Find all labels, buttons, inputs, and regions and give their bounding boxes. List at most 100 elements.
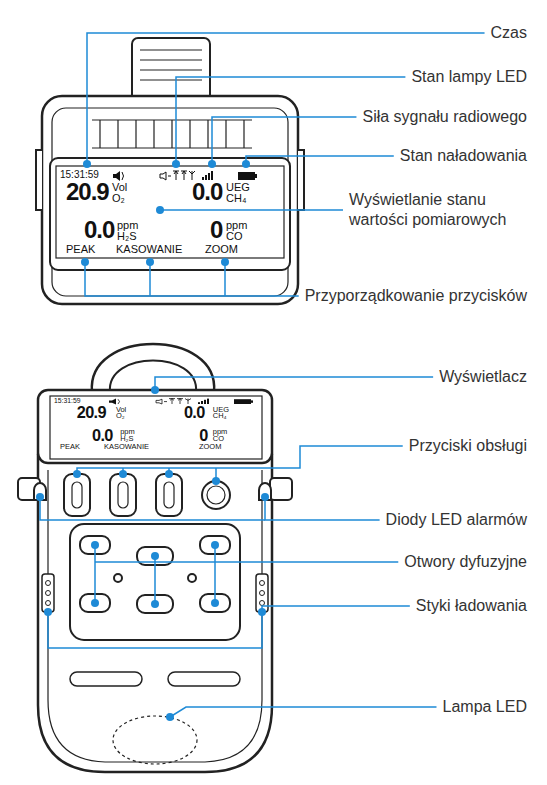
display-head bbox=[38, 390, 272, 463]
leader-line bbox=[85, 262, 299, 296]
leader-line bbox=[87, 33, 485, 164]
display-reading: H₂S bbox=[120, 435, 133, 442]
leader-dot bbox=[211, 599, 219, 607]
callout-leader bbox=[73, 446, 403, 485]
leader-line bbox=[149, 262, 151, 296]
alarm-led bbox=[34, 483, 46, 500]
leader-dot bbox=[212, 477, 220, 485]
display-reading: KASOWANIE bbox=[104, 443, 149, 450]
display-reading: CO bbox=[213, 435, 224, 442]
callout-label: Otwory dyfuzyjne bbox=[404, 552, 527, 572]
leader-dot bbox=[166, 713, 174, 721]
callout-leader bbox=[44, 606, 410, 648]
display-screen bbox=[56, 166, 284, 258]
contact-pin bbox=[46, 591, 51, 596]
display-reading: KASOWANIE bbox=[116, 244, 182, 255]
display-reading: H₂S bbox=[117, 231, 137, 242]
display-bezel bbox=[50, 158, 290, 270]
leader-dot bbox=[146, 258, 154, 266]
callout-label: Diody LED alarmów bbox=[386, 510, 527, 530]
leader-line bbox=[224, 262, 226, 296]
leader-dot bbox=[81, 258, 89, 266]
leader-line bbox=[40, 497, 265, 520]
leader-dot bbox=[242, 160, 250, 168]
leader-dot bbox=[221, 258, 229, 266]
contact-pin bbox=[46, 601, 51, 606]
button-slot bbox=[72, 482, 82, 508]
callout-label: Lampa LED bbox=[443, 697, 528, 717]
leader-line bbox=[154, 556, 156, 604]
screw bbox=[114, 574, 122, 582]
detector-top-view bbox=[36, 38, 304, 304]
callout-label: Styki ładowania bbox=[416, 596, 527, 616]
housing bbox=[42, 96, 298, 304]
leader-dot bbox=[208, 160, 216, 168]
round-button-inner bbox=[207, 486, 225, 504]
housing-ribs bbox=[92, 120, 252, 148]
leader-dot bbox=[83, 160, 91, 168]
clip-ribs bbox=[140, 50, 202, 80]
diffusion-plate bbox=[70, 524, 240, 640]
display-reading: ZOOM bbox=[205, 244, 238, 255]
operation-button bbox=[110, 474, 136, 516]
callout-label: Przyporządkowanie przycisków bbox=[305, 286, 527, 306]
round-button bbox=[202, 481, 230, 509]
display-reading: 20.9 bbox=[77, 404, 106, 420]
leader-dot bbox=[165, 470, 173, 478]
leader-line bbox=[95, 561, 398, 563]
contact-pin bbox=[260, 591, 265, 596]
display-reading: Vol bbox=[112, 182, 127, 193]
leader-line bbox=[160, 209, 343, 211]
callout-label: Czas bbox=[491, 23, 527, 43]
button-slot bbox=[164, 482, 174, 508]
alarm-led bbox=[259, 483, 271, 500]
leader-line bbox=[155, 377, 433, 390]
callout-label: Stan naładowania bbox=[400, 146, 527, 166]
display-reading: 0.0 bbox=[184, 404, 205, 420]
display-reading: CO bbox=[226, 231, 243, 242]
leader-line bbox=[265, 497, 380, 520]
display-reading: PEAK bbox=[66, 244, 95, 255]
display-reading: O₂ bbox=[116, 412, 125, 419]
display-reading: CH₄ bbox=[226, 193, 246, 204]
led-lamp-outline bbox=[113, 716, 197, 764]
leader-line bbox=[94, 545, 96, 603]
contact-pin bbox=[260, 601, 265, 606]
housing bbox=[38, 455, 272, 772]
leader-dot bbox=[44, 608, 52, 616]
display-reading: 0.0 bbox=[92, 427, 113, 443]
leader-dot bbox=[91, 599, 99, 607]
screw bbox=[188, 574, 196, 582]
callout-leader bbox=[91, 541, 398, 608]
leader-dot bbox=[119, 470, 127, 478]
display-reading: O₂ bbox=[112, 193, 125, 204]
operation-button bbox=[64, 474, 90, 516]
display-reading: 20.9 bbox=[66, 180, 109, 204]
leader-line bbox=[262, 606, 410, 612]
leader-dot bbox=[261, 493, 269, 501]
callout-label: Stan lampy LED bbox=[411, 67, 527, 87]
leader-dot bbox=[258, 608, 266, 616]
display-screen bbox=[50, 396, 262, 459]
detector-front-view bbox=[18, 344, 292, 772]
leader-line bbox=[212, 117, 356, 164]
housing-rim bbox=[48, 470, 262, 762]
display-reading: PEAK bbox=[60, 443, 80, 450]
callout-leader bbox=[208, 117, 356, 168]
leader-dot bbox=[91, 541, 99, 549]
button-slot bbox=[118, 482, 128, 508]
leader-dot bbox=[151, 552, 159, 560]
display-reading: ppm bbox=[226, 220, 247, 231]
display-reading: ZOOM bbox=[199, 443, 221, 450]
status-icons bbox=[109, 399, 253, 405]
display-reading: UEG bbox=[226, 182, 250, 193]
callout-label: Siła sygnału radiowego bbox=[362, 107, 527, 127]
display-reading: 15:31:59 bbox=[54, 398, 80, 405]
side-ear bbox=[270, 478, 292, 500]
display-reading: ppm bbox=[117, 220, 138, 231]
display-reading: 0 bbox=[199, 427, 207, 443]
leader-line bbox=[170, 707, 437, 717]
callout-leader bbox=[81, 258, 299, 296]
